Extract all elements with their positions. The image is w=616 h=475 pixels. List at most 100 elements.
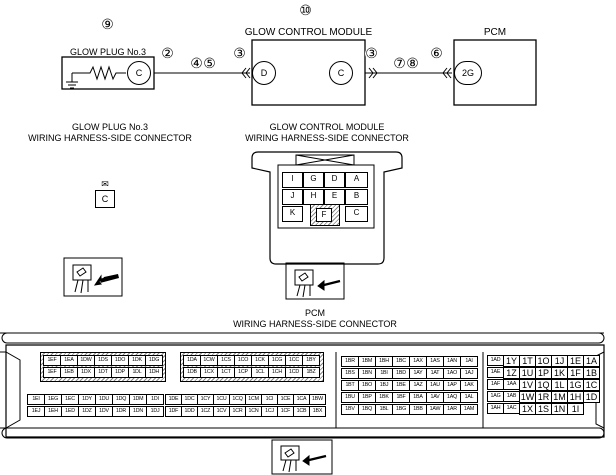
- pcm-terminal: 1BN: [358, 368, 376, 379]
- pcm-terminal: 1DH: [145, 367, 163, 378]
- marker-3b: ③: [365, 45, 378, 61]
- pcm-terminal: 1AC: [503, 403, 520, 414]
- pcm-terminal: 1BS: [341, 368, 359, 379]
- pcm-terminal: 1O: [535, 355, 552, 367]
- pcm-terminal: 1EJ: [27, 406, 45, 417]
- module-connector-caption-2: WIRING HARNESS-SIDE CONNECTOR: [245, 133, 409, 143]
- pcm-terminal: 1Y: [503, 355, 520, 367]
- pcm-terminal: 1AP: [443, 380, 461, 391]
- pcm-terminal: 1BZ: [302, 367, 320, 378]
- pcm-terminal: 1S: [535, 403, 552, 415]
- pcm-terminal: 1BX: [309, 406, 326, 417]
- pcm-terminal: 1DE: [165, 394, 182, 405]
- pcm-terminal: 1AL: [460, 392, 478, 403]
- pcm-terminal: 1BL: [375, 404, 393, 415]
- pcm-terminal: 1DR: [112, 406, 130, 417]
- pcm-terminal: 1BR: [341, 356, 359, 367]
- module-connector-caption-1: GLOW CONTROL MODULE: [269, 122, 385, 132]
- pcm-terminal: 1DO: [111, 355, 129, 366]
- pcm-terminal: 1F: [567, 367, 584, 379]
- pcm-terminal: 1BI: [375, 368, 393, 379]
- envelope-icon: ✉: [101, 179, 109, 189]
- pcm-terminal: 1L: [551, 379, 568, 391]
- pcm-terminal: 1BW: [309, 394, 326, 405]
- module-cell: C: [345, 206, 368, 222]
- pcm-terminal: 1DQ: [112, 394, 130, 405]
- pcm-terminal: 1AU: [426, 380, 444, 391]
- pcm-terminal: 1BF: [392, 392, 410, 403]
- pcm-terminal: 1EH: [44, 406, 62, 417]
- pcm-terminal: 1DN: [129, 406, 147, 417]
- pcm-terminal: 1AN: [443, 356, 461, 367]
- pcm-terminal: 1DJ: [146, 406, 164, 417]
- pcm-terminal: 1D: [583, 391, 600, 403]
- pcm-terminal: 1BU: [341, 392, 359, 403]
- pcm-terminal: 1CY: [197, 394, 214, 405]
- pcm-terminal: 1P: [535, 367, 552, 379]
- pcm-terminal: 1AT: [426, 368, 444, 379]
- pcm-terminal: 1K: [551, 367, 568, 379]
- pcm-terminal: 1E: [567, 355, 584, 367]
- pcm-terminal: 1DL: [128, 367, 146, 378]
- pcm-terminal: 1AV: [426, 392, 444, 403]
- pcm-terminal: 1V: [519, 379, 536, 391]
- module-cell: F: [316, 208, 332, 222]
- pcm-terminal: 1ED: [61, 406, 79, 417]
- module-cell: I: [282, 172, 303, 188]
- pcm-terminal: 1AQ: [443, 392, 461, 403]
- module-pin-right: C: [329, 61, 353, 85]
- pcm-terminal: 1AD: [487, 355, 504, 366]
- pcm-terminal: 1BJ: [375, 380, 393, 391]
- pcm-terminal: 1EF: [43, 355, 61, 366]
- pcm-terminal: 1BA: [409, 392, 427, 403]
- pcm-terminal: 1AS: [426, 356, 444, 367]
- pcm-terminal: 1AX: [409, 356, 427, 367]
- pcm-terminal: 1AA: [503, 379, 520, 390]
- marker-2: ②: [161, 45, 174, 61]
- pcm-terminal: 1I: [567, 403, 584, 415]
- pcm-terminal: 1AB: [503, 391, 520, 402]
- pcm-terminal: 1CA: [293, 394, 310, 405]
- module-cell: K: [282, 206, 303, 222]
- pcm-terminal: 1DD: [181, 406, 198, 417]
- pcm-terminal: 1AZ: [409, 380, 427, 391]
- pcm-terminal: 1DZ: [78, 406, 96, 417]
- pcm-terminal: 1CS: [217, 355, 235, 366]
- pcm-terminal: 1CG: [268, 355, 286, 366]
- pcm-terminal: 1Q: [535, 379, 552, 391]
- pcm-terminal: 1BB: [409, 404, 427, 415]
- module-cell: B: [345, 189, 368, 205]
- pcm-terminal: 1AF: [487, 379, 504, 390]
- pcm-terminal: 1AM: [460, 404, 478, 415]
- pcm-connector-caption-1: PCM: [305, 308, 325, 318]
- pcm-terminal: 1M: [551, 391, 568, 403]
- pcm-terminal: 1DT: [94, 367, 112, 378]
- pcm-terminal: 1CQ: [229, 394, 246, 405]
- pcm-terminal: 1EG: [44, 394, 62, 405]
- pcm-terminal: 1BP: [358, 392, 376, 403]
- module-cell: E: [324, 189, 345, 205]
- marker-7: ⑦: [393, 55, 406, 71]
- pcm-terminal: 1CN: [245, 406, 262, 417]
- pcm-terminal: 1AO: [443, 368, 461, 379]
- pcm-terminal: 1CJ: [261, 406, 278, 417]
- pcm-terminal: 1BE: [392, 380, 410, 391]
- pcm-terminal: 1BD: [392, 368, 410, 379]
- pcm-terminal: 1BH: [375, 356, 393, 367]
- pcm-terminal: 1AH: [487, 403, 504, 414]
- pcm-terminal: 1AY: [409, 368, 427, 379]
- pcm-terminal: 1BC: [392, 356, 410, 367]
- pcm-terminal: 1BM: [358, 356, 376, 367]
- pcm-terminal: 1BQ: [358, 404, 376, 415]
- pcm-terminal: 1DV: [95, 406, 113, 417]
- pcm-terminal: 1C: [583, 379, 600, 391]
- glow-plug-pin: C: [127, 61, 151, 85]
- pcm-terminal: 1Z: [503, 367, 520, 379]
- pcm-terminal: 1CI: [261, 394, 278, 405]
- pcm-terminal: 1DB: [183, 367, 201, 378]
- pcm-terminal: 1AW: [426, 404, 444, 415]
- pcm-terminal: 1CL: [251, 367, 269, 378]
- pcm-terminal: 1BT: [341, 380, 359, 391]
- pcm-terminal: 1BV: [341, 404, 359, 415]
- pcm-terminal: 1AG: [487, 391, 504, 402]
